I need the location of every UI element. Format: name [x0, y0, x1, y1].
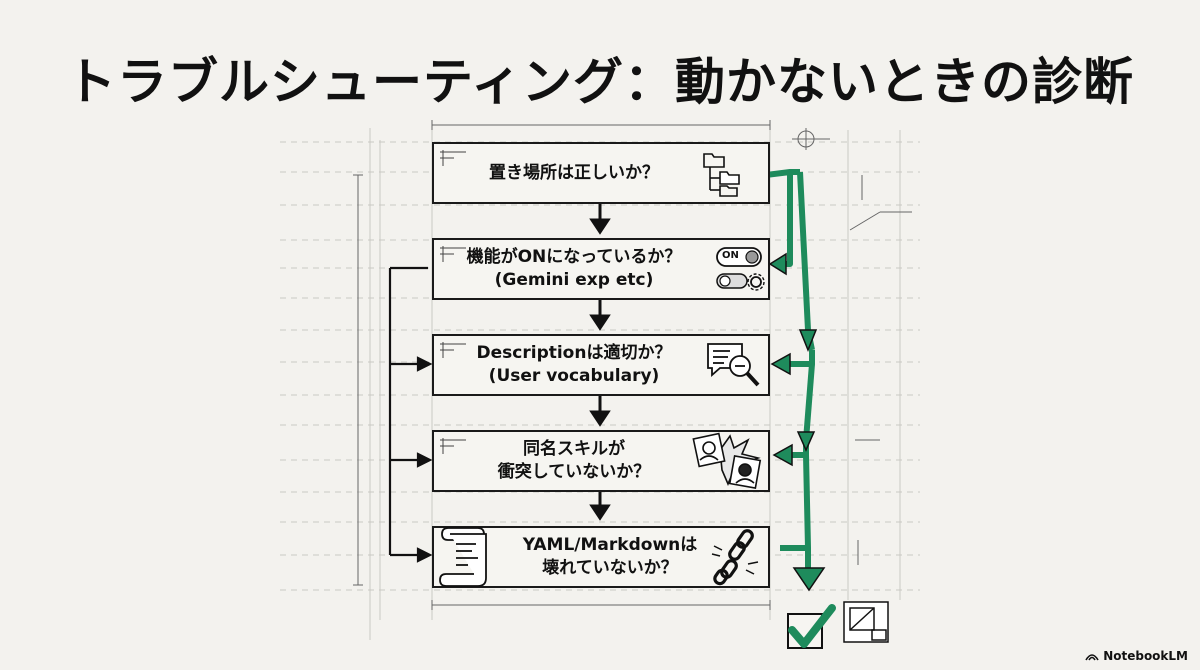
brand-watermark: NotebookLM	[1085, 649, 1188, 663]
scroll-document-icon	[439, 527, 487, 587]
step-description: Descriptionは適切か？ (User vocabulary)	[432, 334, 770, 396]
collision-portraits-icon	[692, 432, 762, 489]
corner-mark-icon	[440, 438, 466, 454]
folder-tree-icon	[703, 153, 740, 197]
checkmark-icon	[787, 604, 836, 649]
broken-chain-icon	[711, 529, 759, 586]
step-yaml-markdown: YAML/Markdownは 壊れていないか？	[432, 526, 770, 588]
step-yaml-sublabel: 壊れていないか？	[542, 558, 678, 578]
step-conflict-label: 同名スキルが	[523, 439, 625, 459]
brand-label: NotebookLM	[1103, 649, 1188, 663]
corner-mark-icon	[440, 246, 466, 262]
search-speech-icon	[707, 343, 760, 387]
step-conflict-sublabel: 衝突していないか？	[497, 462, 651, 482]
corner-mark-icon	[440, 342, 466, 358]
step-feature-sublabel: (Gemini exp etc)	[494, 270, 654, 290]
toggle-gear-icon: ON	[716, 246, 766, 296]
step-name-conflict: 同名スキルが 衝突していないか？	[432, 430, 770, 492]
notebooklm-logo-icon	[1085, 654, 1099, 661]
page-title: トラブルシューティング：動かないときの診断	[66, 53, 1134, 111]
step-feature-enabled: 機能がONになっているか？ (Gemini exp etc) ON	[432, 238, 770, 300]
blueprint-sheet-icon	[843, 601, 889, 643]
step-description-label: Descriptionは適切か？	[476, 343, 672, 363]
corner-mark-icon	[440, 150, 466, 166]
toggle-on-label: ON	[722, 250, 739, 261]
step-feature-label: 機能がONになっているか？	[466, 247, 682, 267]
step-location-label: 置き場所は正しいか？	[489, 162, 659, 183]
step-description-sublabel: (User vocabulary)	[488, 366, 660, 386]
step-yaml-label: YAML/Markdownは	[522, 535, 698, 555]
step-location: 置き場所は正しいか？	[432, 142, 770, 204]
